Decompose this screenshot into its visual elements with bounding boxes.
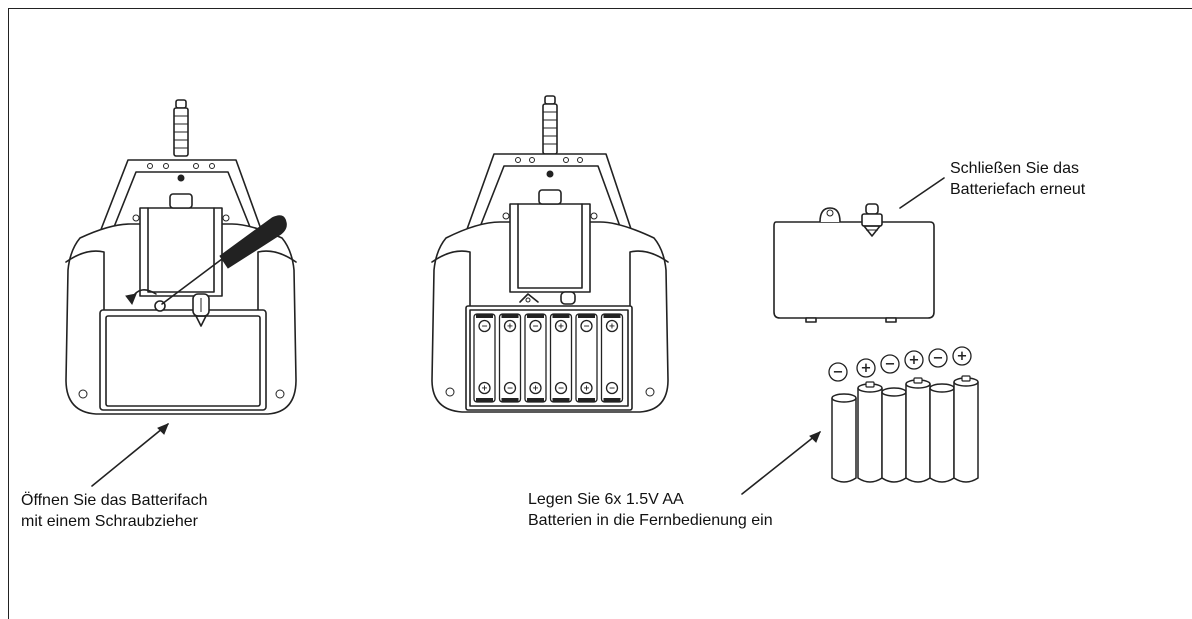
controller-open-compartment: −++−−++−−++− — [431, 95, 669, 413]
battery-cell: +− — [498, 313, 522, 403]
cell-polarity-bottom: + — [580, 381, 593, 395]
caption-open-line1: Öffnen Sie das Batterifach — [21, 492, 208, 509]
battery-cover — [773, 177, 945, 323]
svg-text:+: + — [558, 321, 565, 330]
caption-insert-line2: Batterien in die Fernbedienung ein — [528, 512, 773, 529]
cell-polarity-bottom: − — [554, 381, 568, 395]
aa-battery-icon — [929, 383, 955, 483]
svg-text:−: − — [609, 383, 616, 392]
polarity-marker-icon: − — [828, 362, 848, 382]
cell-polarity-top: − — [478, 319, 491, 333]
antenna-icon — [542, 95, 558, 155]
svg-text:+: + — [861, 361, 872, 376]
aa-battery-icon — [881, 387, 907, 483]
antenna-icon — [173, 99, 189, 157]
controller-with-screwdriver — [65, 99, 297, 487]
svg-text:−: − — [481, 321, 488, 330]
svg-text:+: + — [609, 321, 616, 330]
aa-battery-icon — [953, 375, 979, 483]
center-panel — [139, 207, 223, 297]
latch-icon — [192, 293, 210, 327]
cell-polarity-bottom: − — [605, 381, 619, 395]
svg-text:−: − — [885, 357, 896, 372]
frame-border-left — [8, 8, 9, 619]
pointer-line-insert — [741, 431, 821, 495]
cell-polarity-top: + — [554, 319, 568, 333]
caption-open-line2: mit einem Schraubzieher — [21, 513, 198, 530]
pointer-line-close — [899, 177, 945, 209]
battery-cell: +− — [600, 313, 624, 403]
svg-text:+: + — [532, 383, 539, 392]
caption-close-line1: Schließen Sie das — [950, 160, 1079, 177]
cell-polarity-top: − — [529, 319, 542, 333]
aa-battery-icon — [831, 393, 857, 483]
battery-door-closed — [99, 309, 267, 411]
svg-text:+: + — [957, 349, 968, 364]
polarity-marker-icon: + — [856, 358, 876, 378]
svg-text:−: − — [933, 351, 944, 366]
svg-text:−: − — [507, 383, 514, 392]
cell-polarity-bottom: + — [478, 381, 491, 395]
polarity-marker-icon: − — [880, 354, 900, 374]
center-panel — [509, 203, 591, 293]
svg-text:−: − — [532, 321, 539, 330]
caption-close-line2: Batteriefach erneut — [950, 181, 1086, 198]
svg-text:+: + — [507, 321, 514, 330]
aa-battery-icon — [857, 381, 883, 483]
svg-text:−: − — [558, 383, 565, 392]
frame-border-top — [8, 8, 1192, 9]
svg-text:+: + — [583, 383, 590, 392]
svg-text:+: + — [909, 353, 920, 368]
polarity-markers: −+−+−+ — [828, 346, 972, 382]
aa-battery-icon — [905, 377, 931, 483]
battery-cells: −++−−++−−++− — [473, 313, 624, 403]
cell-polarity-bottom: + — [529, 381, 542, 395]
cell-polarity-top: + — [605, 319, 619, 333]
battery-cell: −+ — [524, 313, 547, 403]
screwdriver-icon — [161, 215, 287, 305]
pointer-line-open — [91, 423, 169, 487]
battery-cell: −+ — [473, 313, 496, 403]
svg-text:−: − — [833, 365, 844, 380]
polarity-marker-icon: − — [928, 348, 948, 368]
caption-insert-batteries: Legen Sie 6x 1.5V AA Batterien in die Fe… — [528, 489, 773, 531]
cell-polarity-bottom: − — [503, 381, 517, 395]
svg-text:−: − — [583, 321, 590, 330]
cell-polarity-top: + — [503, 319, 517, 333]
caption-close-compartment: Schließen Sie das Batteriefach erneut — [950, 158, 1085, 200]
svg-text:+: + — [481, 383, 488, 392]
polarity-marker-icon: + — [904, 350, 924, 370]
polarity-marker-icon: + — [952, 346, 972, 366]
battery-cell: +− — [549, 313, 573, 403]
caption-insert-line1: Legen Sie 6x 1.5V AA — [528, 491, 684, 508]
loose-batteries — [831, 375, 979, 483]
cell-polarity-top: − — [580, 319, 593, 333]
battery-cell: −+ — [575, 313, 598, 403]
caption-open-compartment: Öffnen Sie das Batterifach mit einem Sch… — [21, 490, 207, 532]
latch-icon — [861, 203, 883, 237]
cover-tab — [819, 207, 841, 223]
